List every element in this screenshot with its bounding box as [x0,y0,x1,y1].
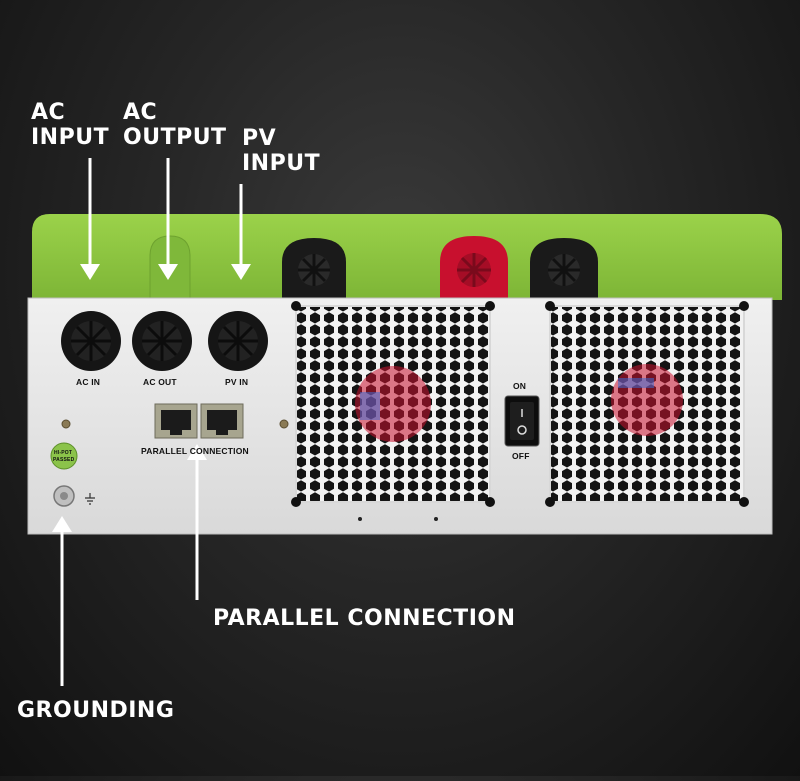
cooling-fan-left [291,301,495,507]
battery-terminal-red [440,236,508,300]
callout-pv-input: PV INPUT [242,126,321,176]
ac-out-gland [132,311,192,371]
power-switch [504,395,540,447]
parallel-port-left [154,403,198,439]
battery-terminal-black-left [282,238,346,300]
callout-grounding: GROUNDING [17,698,175,723]
callout-arrows [52,158,251,686]
pv-in-gland [208,311,268,371]
label-ac-in: AC IN [76,377,101,387]
label-pv-in: PV IN [225,377,249,387]
grounding-terminal [53,485,95,507]
cooling-fan-right [545,301,749,507]
label-parallel-connection: PARALLEL CONNECTION [141,446,249,456]
ac-in-gland [61,311,121,371]
green-housing [32,214,782,300]
label-switch-off: OFF [512,451,530,461]
callout-ac-input: AC INPUT [31,100,110,150]
label-ac-out: AC OUT [143,377,177,387]
hipot-sticker [50,442,78,470]
callout-ac-output: AC OUTPUT [123,100,227,150]
battery-terminal-black-right [530,238,598,300]
parallel-port-right [200,403,244,439]
callout-parallel-connection: PARALLEL CONNECTION [213,606,516,631]
label-switch-on: ON [513,381,527,391]
label-hipot-line2: PASSED [53,457,75,463]
label-hipot-line1: HI-POT [54,450,73,456]
